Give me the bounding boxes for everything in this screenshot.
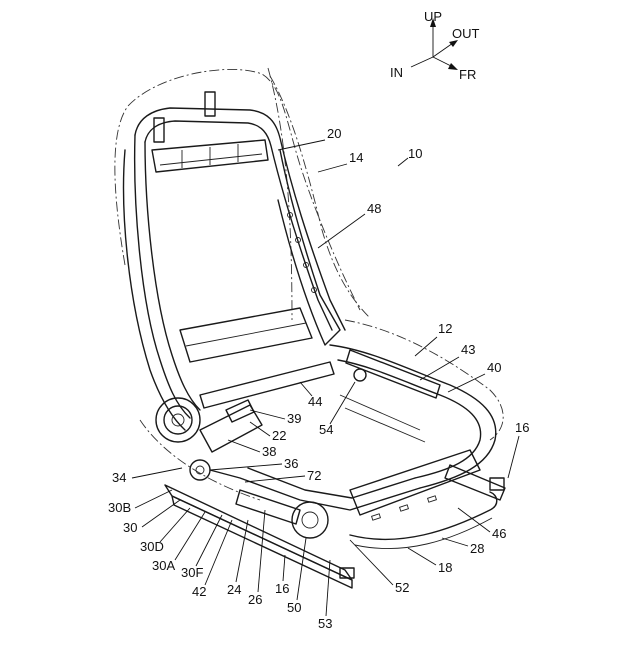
headrest-phantom xyxy=(268,68,292,320)
seatback-trim-outline xyxy=(115,69,360,310)
out-arrow xyxy=(433,43,453,57)
ref-48: 48 xyxy=(367,201,381,216)
seat-pan-46 xyxy=(350,450,480,515)
headrest-guide-left xyxy=(154,118,164,142)
seatback-left-outer-line xyxy=(124,150,185,430)
ref-12: 12 xyxy=(438,321,452,336)
label-up: UP xyxy=(424,9,442,24)
ref-24: 24 xyxy=(227,582,241,597)
direction-indicator: UP OUT IN FR xyxy=(390,9,480,82)
ref-30A: 30A xyxy=(152,558,175,573)
label-out: OUT xyxy=(452,26,480,41)
seatback-upper-frame xyxy=(135,108,345,330)
ref-42: 42 xyxy=(192,584,206,599)
ref-34: 34 xyxy=(112,470,126,485)
ref-54: 54 xyxy=(319,422,333,437)
lower-frame-18 xyxy=(350,492,497,539)
label-in: IN xyxy=(390,65,403,80)
ref-28: 28 xyxy=(470,541,484,556)
rail-right-16 xyxy=(445,465,505,500)
ref-44: 44 xyxy=(308,394,322,409)
ref-20: 20 xyxy=(327,126,341,141)
cushion-trim-outline xyxy=(345,320,503,440)
ref-26: 26 xyxy=(248,592,262,607)
ref-22: 22 xyxy=(272,428,286,443)
ref-46: 46 xyxy=(492,526,506,541)
seatback-left-side-frame xyxy=(135,135,190,418)
ref-30B: 30B xyxy=(108,500,131,515)
ref-50: 50 xyxy=(287,600,301,615)
out-arrowhead xyxy=(449,40,458,47)
cushion-frame-rear-right-inner xyxy=(338,360,481,478)
in-arrow xyxy=(411,57,433,67)
link-43 xyxy=(346,350,440,398)
ref-14: 14 xyxy=(349,150,363,165)
seatback-left-side-frame-inner xyxy=(145,142,200,410)
ref-43: 43 xyxy=(461,342,475,357)
ref-38: 38 xyxy=(262,444,276,459)
phantom-outlines xyxy=(115,68,503,500)
handle-39 xyxy=(226,400,254,422)
ref-36: 36 xyxy=(284,456,298,471)
ref-16a: 16 xyxy=(275,581,289,596)
ref-16b: 16 xyxy=(515,420,529,435)
ref-40: 40 xyxy=(487,360,501,375)
ref-30F: 30F xyxy=(181,565,203,580)
headrest-guide-right xyxy=(205,92,215,116)
recliner-mechanism xyxy=(156,398,262,480)
mechanism-54 xyxy=(354,369,366,381)
pivot-36 xyxy=(190,460,210,480)
ref-18: 18 xyxy=(438,560,452,575)
label-fr: FR xyxy=(459,67,476,82)
ref-30: 30 xyxy=(123,520,137,535)
ref-72: 72 xyxy=(307,468,321,483)
ref-39: 39 xyxy=(287,411,301,426)
ref-52: 52 xyxy=(395,580,409,595)
fr-arrowhead xyxy=(448,63,458,70)
ref-10: 10 xyxy=(408,146,422,161)
lower-cross-member xyxy=(180,308,312,362)
recliner-disc xyxy=(156,398,200,442)
ref-53: 53 xyxy=(318,616,332,631)
